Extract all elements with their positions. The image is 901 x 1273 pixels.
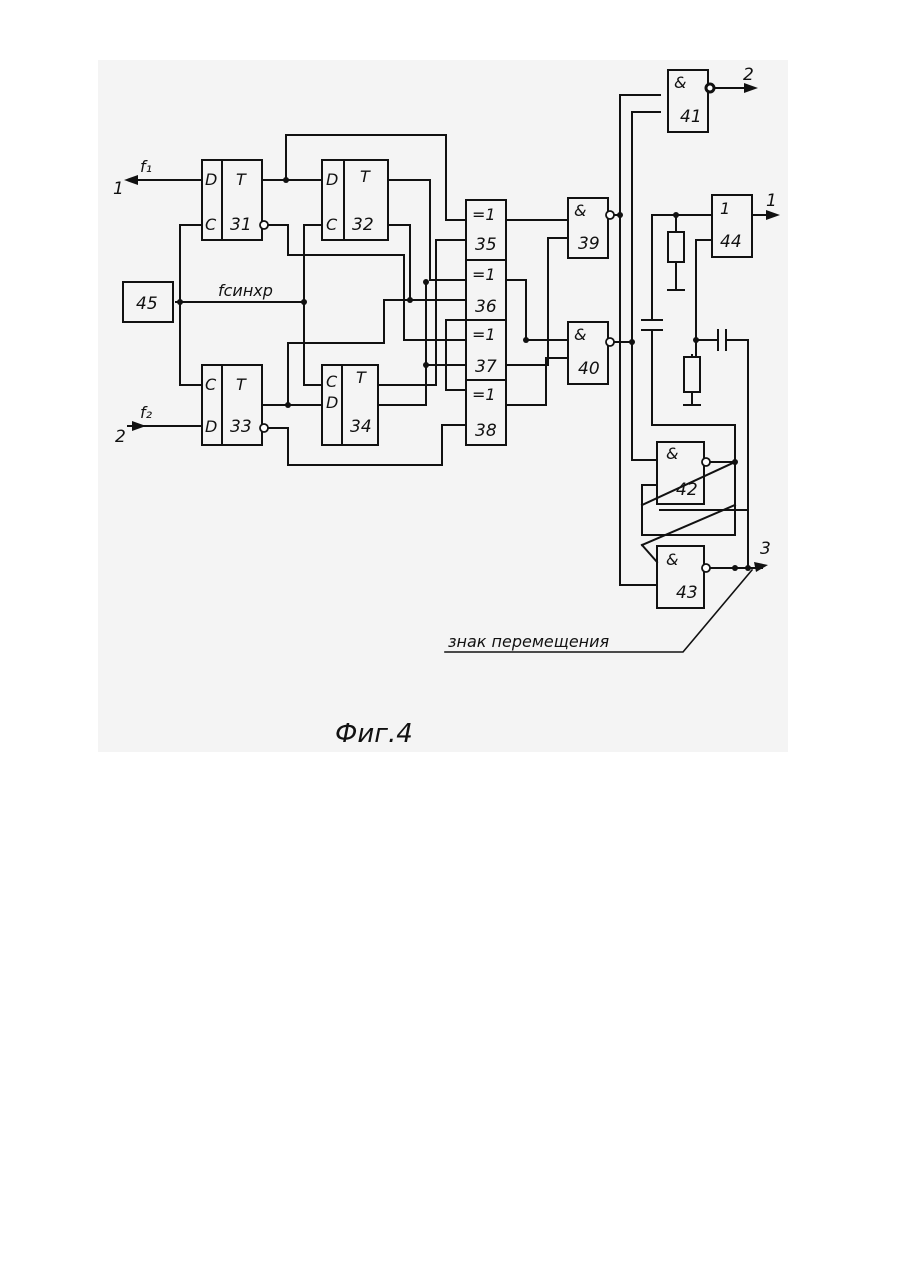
svg-text:35: 35: [475, 235, 497, 255]
svg-text:=1: =1: [472, 325, 496, 344]
svg-text:=1: =1: [472, 385, 496, 404]
signal-fsync: fсинхр: [218, 281, 273, 300]
xor-38: =1 38: [466, 380, 506, 445]
svg-text:T: T: [236, 375, 247, 394]
and-41: & 41: [668, 70, 714, 132]
svg-text:&: &: [574, 325, 586, 344]
svg-text:D: D: [205, 170, 217, 189]
svg-text:41: 41: [680, 107, 702, 127]
trigger-31: D C T 31: [202, 160, 268, 240]
figure-caption: Фиг.4: [335, 719, 413, 749]
svg-text:32: 32: [352, 215, 374, 235]
svg-text:&: &: [674, 73, 686, 92]
svg-text:=1: =1: [472, 265, 496, 284]
trigger-32: D C T 32: [322, 160, 388, 240]
svg-text:40: 40: [578, 359, 600, 379]
svg-text:C: C: [205, 375, 217, 394]
signal-f2: f₂: [140, 403, 153, 422]
port-out-3: 3: [760, 539, 771, 559]
svg-text:1: 1: [720, 199, 730, 218]
svg-text:C: C: [326, 372, 338, 391]
svg-text:T: T: [236, 170, 247, 189]
svg-text:&: &: [574, 201, 586, 220]
svg-text:D: D: [326, 170, 338, 189]
svg-text:C: C: [205, 215, 217, 234]
svg-text:C: C: [326, 215, 338, 234]
svg-text:T: T: [356, 368, 367, 387]
svg-text:=1: =1: [472, 205, 496, 224]
xor-35: =1 35: [466, 200, 506, 260]
svg-text:43: 43: [676, 583, 698, 603]
svg-text:44: 44: [720, 232, 742, 252]
junctions: [177, 177, 751, 571]
svg-text:36: 36: [475, 297, 497, 317]
svg-text:D: D: [205, 417, 217, 436]
svg-text:D: D: [326, 393, 338, 412]
and-39: & 39: [568, 198, 614, 258]
svg-text:45: 45: [136, 294, 158, 314]
port-in-1: 1: [113, 179, 124, 199]
svg-text:33: 33: [230, 417, 252, 437]
svg-text:34: 34: [350, 417, 372, 437]
xor-36: =1 36: [466, 260, 506, 320]
signal-f1: f₁: [140, 157, 152, 176]
and-43: & 43: [657, 546, 710, 608]
resistor-lower: [684, 357, 700, 392]
svg-text:42: 42: [676, 480, 698, 500]
displacement-sign-note: знак перемещения: [448, 632, 610, 651]
block-45: 45: [123, 282, 173, 322]
svg-text:38: 38: [475, 421, 497, 441]
port-out-1: 1: [766, 191, 777, 211]
svg-text:31: 31: [230, 215, 252, 235]
resistor-upper: [668, 232, 684, 262]
xor-37: =1 37: [466, 320, 506, 380]
trigger-34: C D T 34: [322, 365, 378, 445]
svg-text:&: &: [666, 444, 678, 463]
port-in-2: 2: [115, 427, 126, 447]
svg-text:&: &: [666, 550, 678, 569]
svg-text:37: 37: [475, 357, 497, 377]
svg-text:39: 39: [578, 234, 600, 254]
trigger-33: C D T 33: [202, 365, 268, 445]
svg-text:T: T: [360, 167, 371, 186]
port-out-2: 2: [743, 65, 754, 85]
and-40: & 40: [568, 322, 614, 384]
or-44: 1 44: [712, 195, 752, 257]
